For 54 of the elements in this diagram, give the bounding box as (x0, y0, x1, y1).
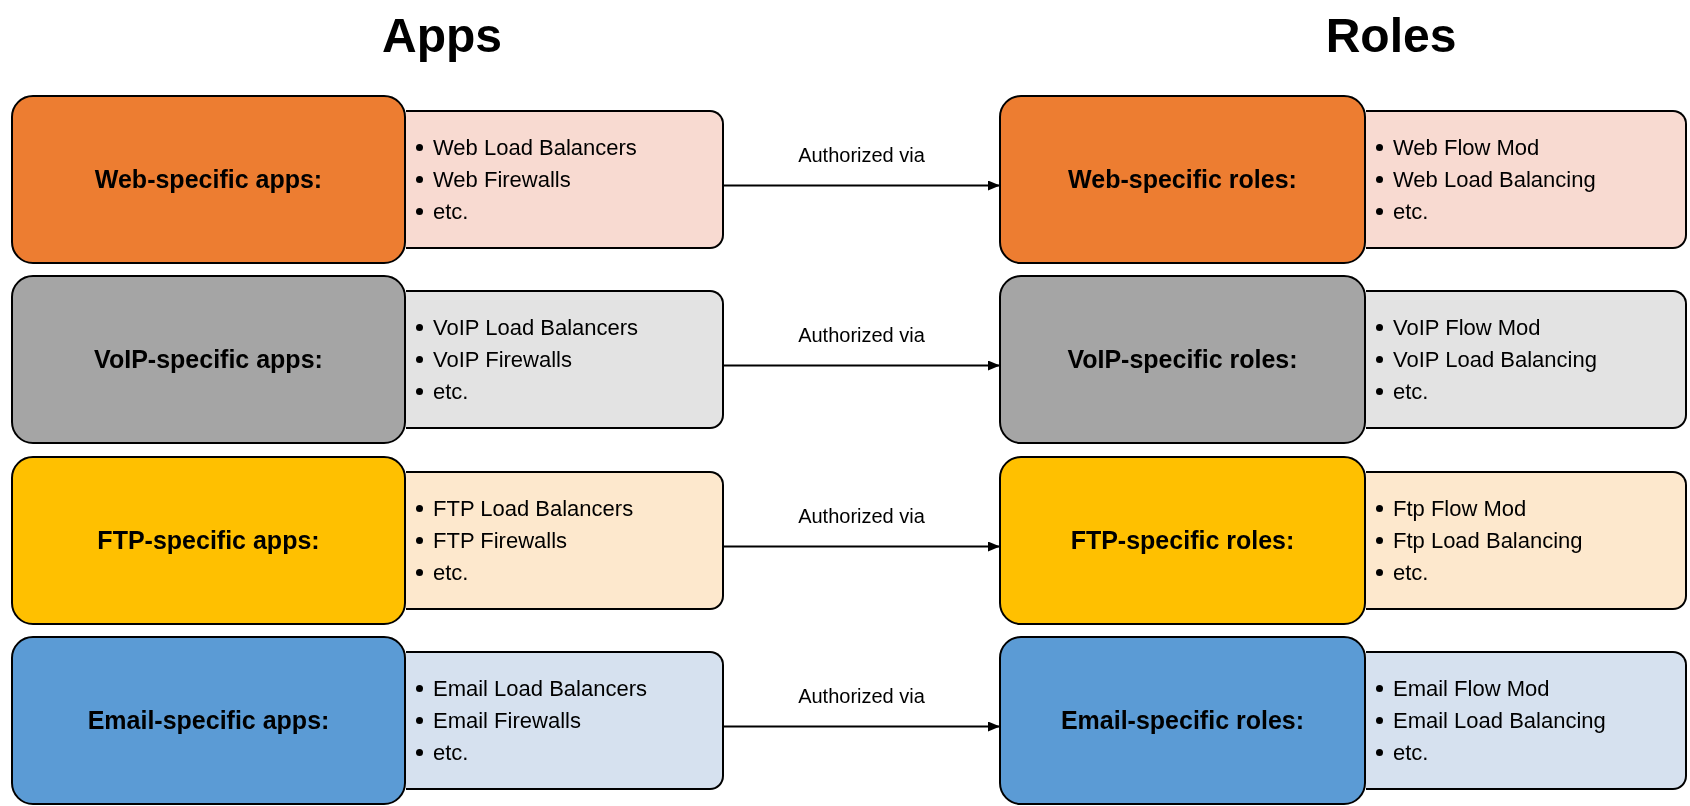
list-item: FTP Load Balancers (433, 495, 634, 522)
category-title: VoIP-specific apps: (94, 345, 323, 374)
list-item: Email Load Balancers (433, 675, 647, 702)
list-item: etc. (433, 198, 469, 225)
list-box (1366, 471, 1687, 610)
category-title: Email-specific roles: (1060, 706, 1305, 735)
list-item: Web Flow Mod (1393, 134, 1540, 161)
list-item: etc. (433, 739, 469, 766)
category-box (11, 636, 406, 805)
list-item: Web Firewalls (433, 166, 571, 193)
category-title: FTP-specific apps: (97, 526, 320, 555)
list-item: Web Load Balancers (433, 134, 637, 161)
list-item: etc. (1393, 378, 1429, 405)
arrow (723, 721, 1000, 732)
category-title: FTP-specific roles: (1070, 526, 1295, 555)
list-box (1366, 651, 1687, 790)
list-item: Ftp Flow Mod (1393, 495, 1527, 522)
list-item: VoIP Flow Mod (1393, 314, 1541, 341)
category-box (999, 636, 1366, 805)
list-item: etc. (1393, 198, 1429, 225)
category-title: Web-specific apps: (94, 165, 323, 194)
list-item: VoIP Firewalls (433, 346, 572, 373)
category-box (11, 456, 406, 625)
list-box (1366, 290, 1687, 429)
list-item: etc. (1393, 739, 1429, 766)
list-box (406, 471, 724, 610)
arrow (723, 360, 1000, 371)
category-box (11, 95, 406, 264)
list-item: VoIP Load Balancers (433, 314, 639, 341)
list-box (406, 651, 724, 790)
list-item: VoIP Load Balancing (1393, 346, 1597, 373)
list-item: etc. (1393, 559, 1429, 586)
list-item: FTP Firewalls (433, 527, 568, 554)
list-item: Ftp Load Balancing (1393, 527, 1583, 554)
arrow (723, 180, 1000, 191)
list-item: etc. (433, 559, 469, 586)
list-box (406, 110, 724, 249)
list-item: etc. (433, 378, 469, 405)
list-item: Email Load Balancing (1393, 707, 1606, 734)
list-item: Web Load Balancing (1393, 166, 1596, 193)
list-box (1366, 110, 1687, 249)
category-title: Web-specific roles: (1068, 165, 1297, 194)
arrow (723, 541, 1000, 552)
category-box (999, 95, 1366, 264)
column-heading: Apps (381, 8, 503, 63)
category-box (11, 275, 406, 444)
category-box (999, 456, 1366, 625)
category-box (999, 275, 1366, 444)
category-title: VoIP-specific roles: (1067, 345, 1298, 374)
column-heading: Roles (1324, 8, 1458, 63)
list-item: Email Flow Mod (1393, 675, 1550, 702)
list-box (406, 290, 724, 429)
category-title: Email-specific apps: (87, 706, 330, 735)
list-item: Email Firewalls (433, 707, 581, 734)
